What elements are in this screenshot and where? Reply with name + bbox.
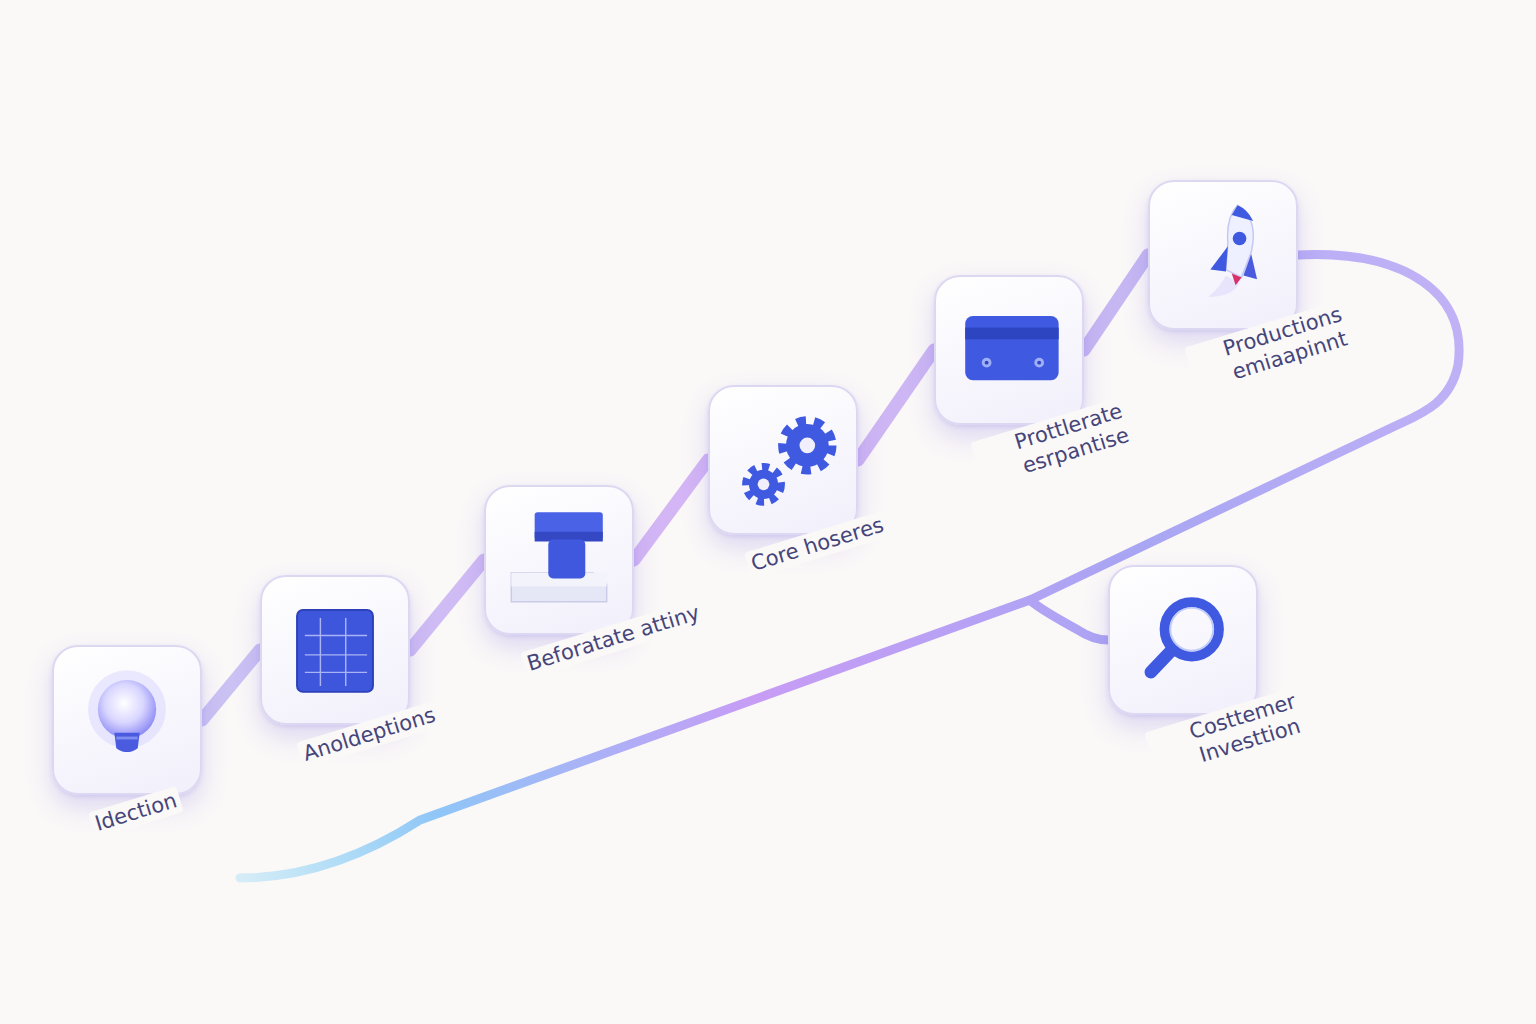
icon-tile (52, 645, 202, 795)
roadmap-step: Costtemer Investtion (1108, 565, 1258, 715)
step-icon (54, 647, 200, 793)
step-icon (486, 487, 632, 633)
step-icon (1110, 567, 1256, 713)
roadmap-step: Core hoseres (708, 385, 858, 535)
step-icon (262, 577, 408, 723)
icon-tile (934, 275, 1084, 425)
roadmap-connector (202, 650, 260, 720)
roadmap-step: Prottlerate esrpantise (934, 275, 1084, 425)
icon-tile (484, 485, 634, 635)
roadmap-step: Anoldeptions (260, 575, 410, 725)
roadmap-connector (410, 560, 484, 650)
roadmap-step: Beforatate attiny (484, 485, 634, 635)
icon-tile (1148, 180, 1298, 330)
icon-tile (1108, 565, 1258, 715)
step-icon (710, 387, 856, 533)
roadmap-step: Productions emiaapinnt (1148, 180, 1298, 330)
roadmap-connector (1084, 255, 1148, 350)
step-icon (1150, 182, 1296, 328)
roadmap-connector (858, 350, 934, 460)
icon-tile (708, 385, 858, 535)
roadmap-step: Idection (52, 645, 202, 795)
roadmap-connector (634, 460, 708, 560)
icon-tile (260, 575, 410, 725)
step-icon (936, 277, 1082, 423)
